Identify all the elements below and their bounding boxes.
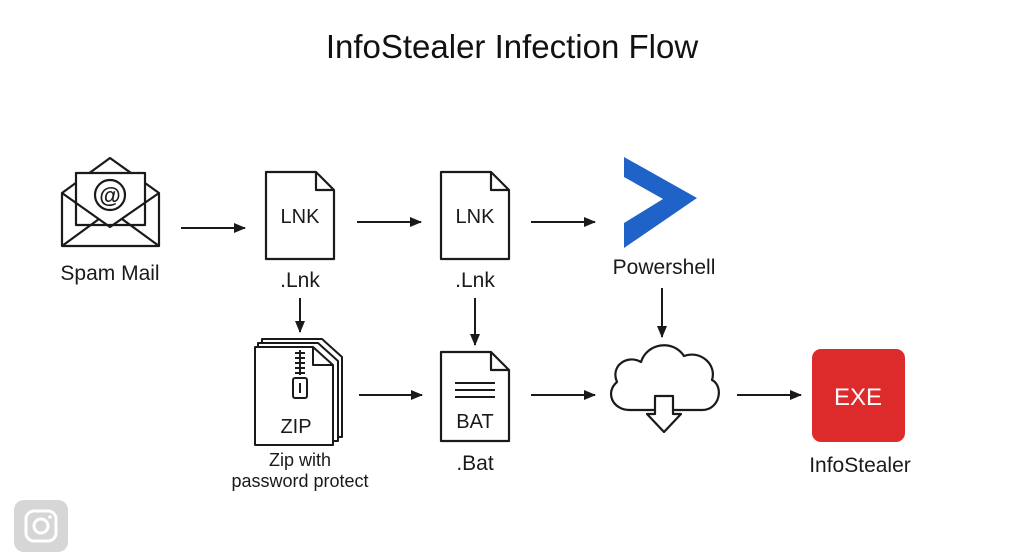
lnk-file-icon-2: LNK	[439, 170, 511, 261]
zip-archive-icon: ZIP	[254, 338, 343, 446]
lnk-file-icon-1: LNK	[264, 170, 336, 261]
lnk-label-1: .Lnk	[280, 269, 320, 292]
camera-watermark-icon	[14, 500, 68, 552]
powershell-label: Powershell	[612, 256, 716, 279]
lnk-file-text-1: LNK	[281, 206, 321, 228]
lnk-file-text-2: LNK	[456, 206, 496, 228]
spam-mail-label: Spam Mail	[60, 262, 160, 285]
bat-file-text: BAT	[456, 411, 493, 433]
bat-label: .Bat	[456, 452, 494, 475]
envelope-at-icon: @	[60, 156, 161, 248]
powershell-chevron-icon	[624, 157, 697, 248]
zip-file-text: ZIP	[280, 416, 311, 438]
lnk-label-2: .Lnk	[455, 269, 495, 292]
infostealer-label: InfoStealer	[809, 454, 911, 477]
flow-arrows	[181, 217, 802, 400]
cloud-download-icon	[609, 344, 720, 434]
zip-label-line1: Zip with	[268, 450, 331, 470]
at-glyph: @	[99, 183, 120, 208]
exe-badge-text: EXE	[834, 384, 882, 411]
zip-label: Zip with password protect	[210, 450, 390, 492]
page-title: InfoStealer Infection Flow	[325, 28, 699, 65]
exe-badge-icon: EXE	[812, 349, 905, 442]
batch-file-icon: BAT	[439, 350, 511, 443]
zip-label-line2: password protect	[231, 471, 369, 491]
